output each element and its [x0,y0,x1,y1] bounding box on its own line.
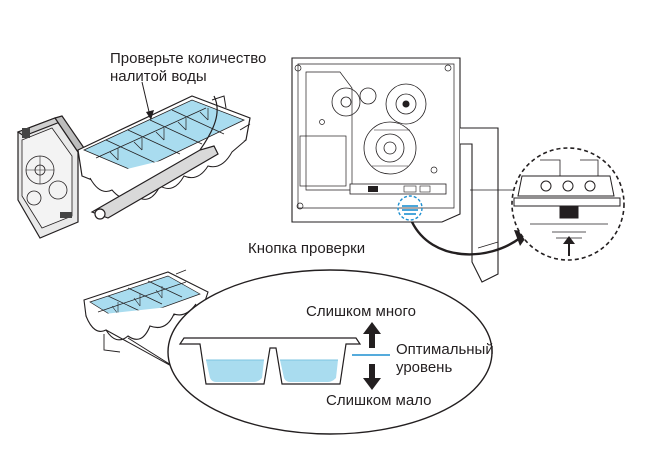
ice-maker-assembly [16,81,251,239]
too-much-label: Слишком много [306,303,416,320]
test-button-label: Кнопка проверки [248,240,366,257]
up-arrow-icon [363,322,381,348]
check-water-line2: налитой воды [110,68,207,85]
check-water-label: Проверьте количество налитой воды [110,50,266,86]
motor-housing [16,115,85,239]
optimal-level-label: Оптимальный уровень [396,341,494,377]
water-fill [206,360,338,382]
optimal-line1: Оптимальный [396,341,494,358]
ice-tray [77,95,251,220]
optimal-line2: уровень [396,359,453,376]
zoom-arrow [410,221,530,256]
check-water-line1: Проверьте количество [110,50,267,67]
control-box [291,57,518,283]
water-level-bubble [167,269,493,435]
test-button-marker [397,195,423,221]
too-little-label: Слишком мало [326,392,432,409]
down-arrow-icon [363,364,381,390]
magnified-test-button [511,147,625,261]
